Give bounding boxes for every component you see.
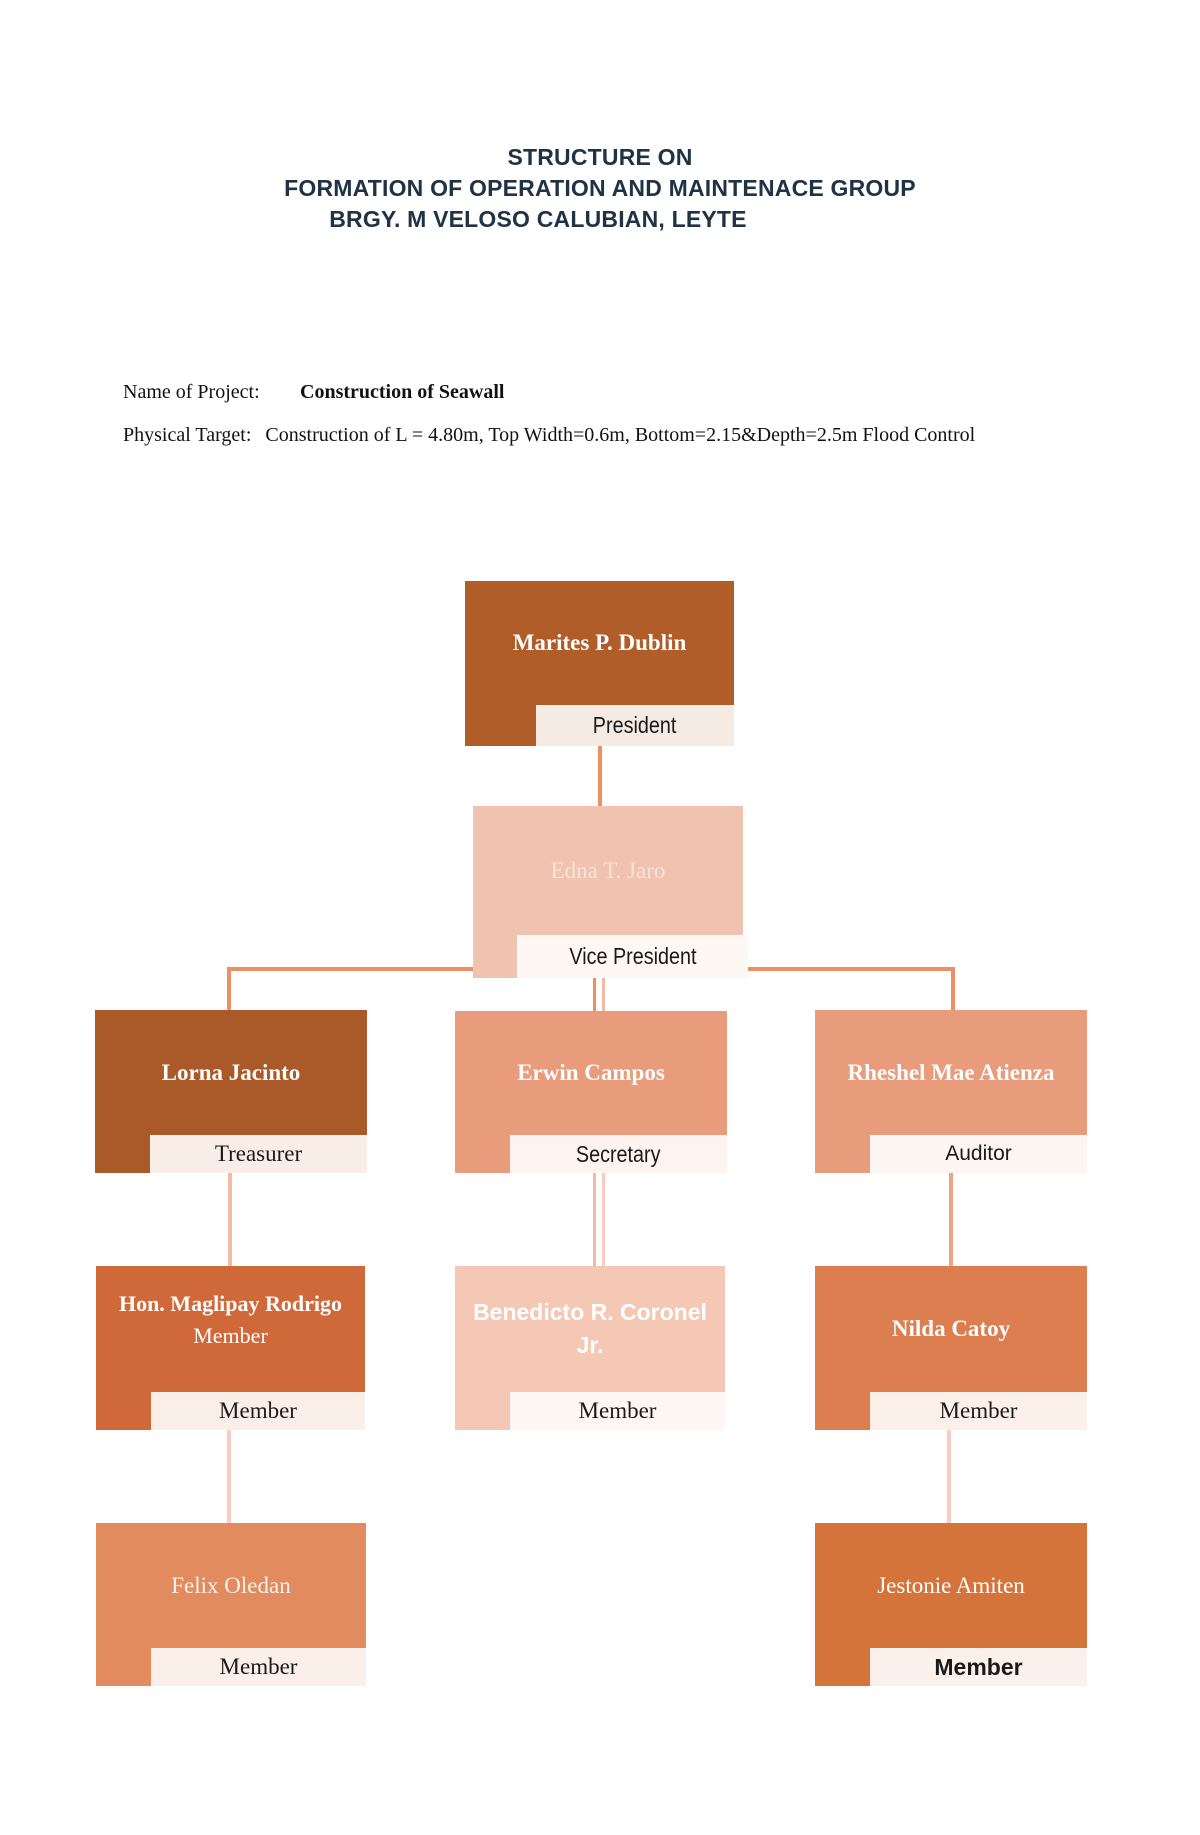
connector-secretary-member2-a (593, 1173, 596, 1267)
role-label: President (536, 705, 734, 746)
role-text: Member (939, 1398, 1018, 1423)
person-name: Erwin Campos (517, 1060, 665, 1086)
org-node-member-4[interactable]: Felix Oledan Member (96, 1523, 366, 1686)
person-name: Nilda Catoy (891, 1316, 1011, 1342)
role-label: Member (870, 1392, 1087, 1430)
connector-member1-member4 (227, 1430, 231, 1524)
role-label: Member (151, 1392, 365, 1430)
role-label: Member (870, 1648, 1087, 1686)
physical-target-label: Physical Target: (123, 424, 252, 446)
role-label: Treasurer (150, 1135, 367, 1173)
title-line-2: FORMATION OF OPERATION AND MAINTENACE GR… (284, 175, 916, 201)
connector-treasurer-member1 (228, 1173, 232, 1268)
role-text: Member (934, 1653, 1023, 1680)
role-text: Treasurer (214, 1141, 303, 1166)
org-node-member-5[interactable]: Jestonie Amiten Member (815, 1523, 1087, 1686)
org-node-treasurer[interactable]: Lorna Jacinto Treasurer (95, 1010, 367, 1173)
person-name: Lorna Jacinto (161, 1059, 301, 1085)
connector-auditor-member3 (949, 1173, 953, 1268)
role-label: Secretary (510, 1135, 727, 1173)
person-name: Rheshel Mae Atienza (847, 1059, 1055, 1085)
org-node-member-2[interactable]: Benedicto R. Coronel Jr. Member (455, 1266, 725, 1430)
title-line-3: BRGY. M VELOSO CALUBIAN, LEYTE (329, 206, 747, 232)
person-name: Felix Oledan (171, 1572, 291, 1598)
document-title: STRUCTURE ON FORMATION OF OPERATION AND … (0, 142, 1200, 235)
role-text: Member (219, 1398, 297, 1423)
connector-drop-auditor (951, 967, 955, 1012)
person-name: Hon. Maglipay Rodrigo (118, 1291, 343, 1316)
role-text: Member (219, 1654, 298, 1679)
person-name: Jestonie Amiten (877, 1572, 1025, 1598)
role-label: Vice President (517, 935, 748, 978)
connector-vp-secretary-a (593, 978, 596, 1013)
role-text: Secretary (576, 1140, 661, 1167)
org-node-auditor[interactable]: Rheshel Mae Atienza Auditor (815, 1010, 1087, 1173)
person-name-block: Hon. Maglipay Rodrigo Member (102, 1266, 359, 1392)
title-line-1: STRUCTURE ON (507, 144, 693, 170)
org-node-vice-president[interactable]: Edna T. Jaro Vice President (473, 806, 748, 978)
project-name-line: Name of Project: Construction of Seawall (123, 381, 504, 404)
project-name-label: Name of Project: (123, 381, 260, 403)
person-name: Benedicto R. Coronel Jr. (473, 1298, 707, 1358)
person-name: Edna T. Jaro (550, 857, 666, 883)
org-node-secretary[interactable]: Erwin Campos Secretary (455, 1011, 727, 1173)
org-node-member-1[interactable]: Hon. Maglipay Rodrigo Member Member (96, 1266, 365, 1430)
connector-member3-member5 (947, 1430, 951, 1524)
role-text: Auditor (945, 1142, 1012, 1165)
connector-drop-treasurer (227, 967, 231, 1012)
role-label: Auditor (870, 1135, 1087, 1173)
role-text: President (593, 712, 677, 738)
role-text: Vice President (568, 943, 697, 969)
person-subtitle: Member (193, 1322, 268, 1348)
org-node-member-3[interactable]: Nilda Catoy Member (815, 1266, 1087, 1430)
physical-target-value: Construction of L = 4.80m, Top Width=0.6… (265, 424, 976, 446)
project-name-value: Construction of Seawall (300, 381, 505, 403)
person-name: Marites P. Dublin (512, 630, 687, 656)
physical-target-line: Physical Target: Construction of L = 4.80… (123, 421, 995, 449)
org-node-president[interactable]: Marites P. Dublin President (465, 581, 734, 746)
role-label: Member (510, 1392, 725, 1430)
role-text: Member (578, 1398, 657, 1423)
role-label: Member (151, 1648, 366, 1686)
connector-president-vp (598, 745, 602, 807)
connector-secretary-member2-b (602, 1173, 605, 1267)
connector-vp-secretary-b (602, 978, 605, 1013)
